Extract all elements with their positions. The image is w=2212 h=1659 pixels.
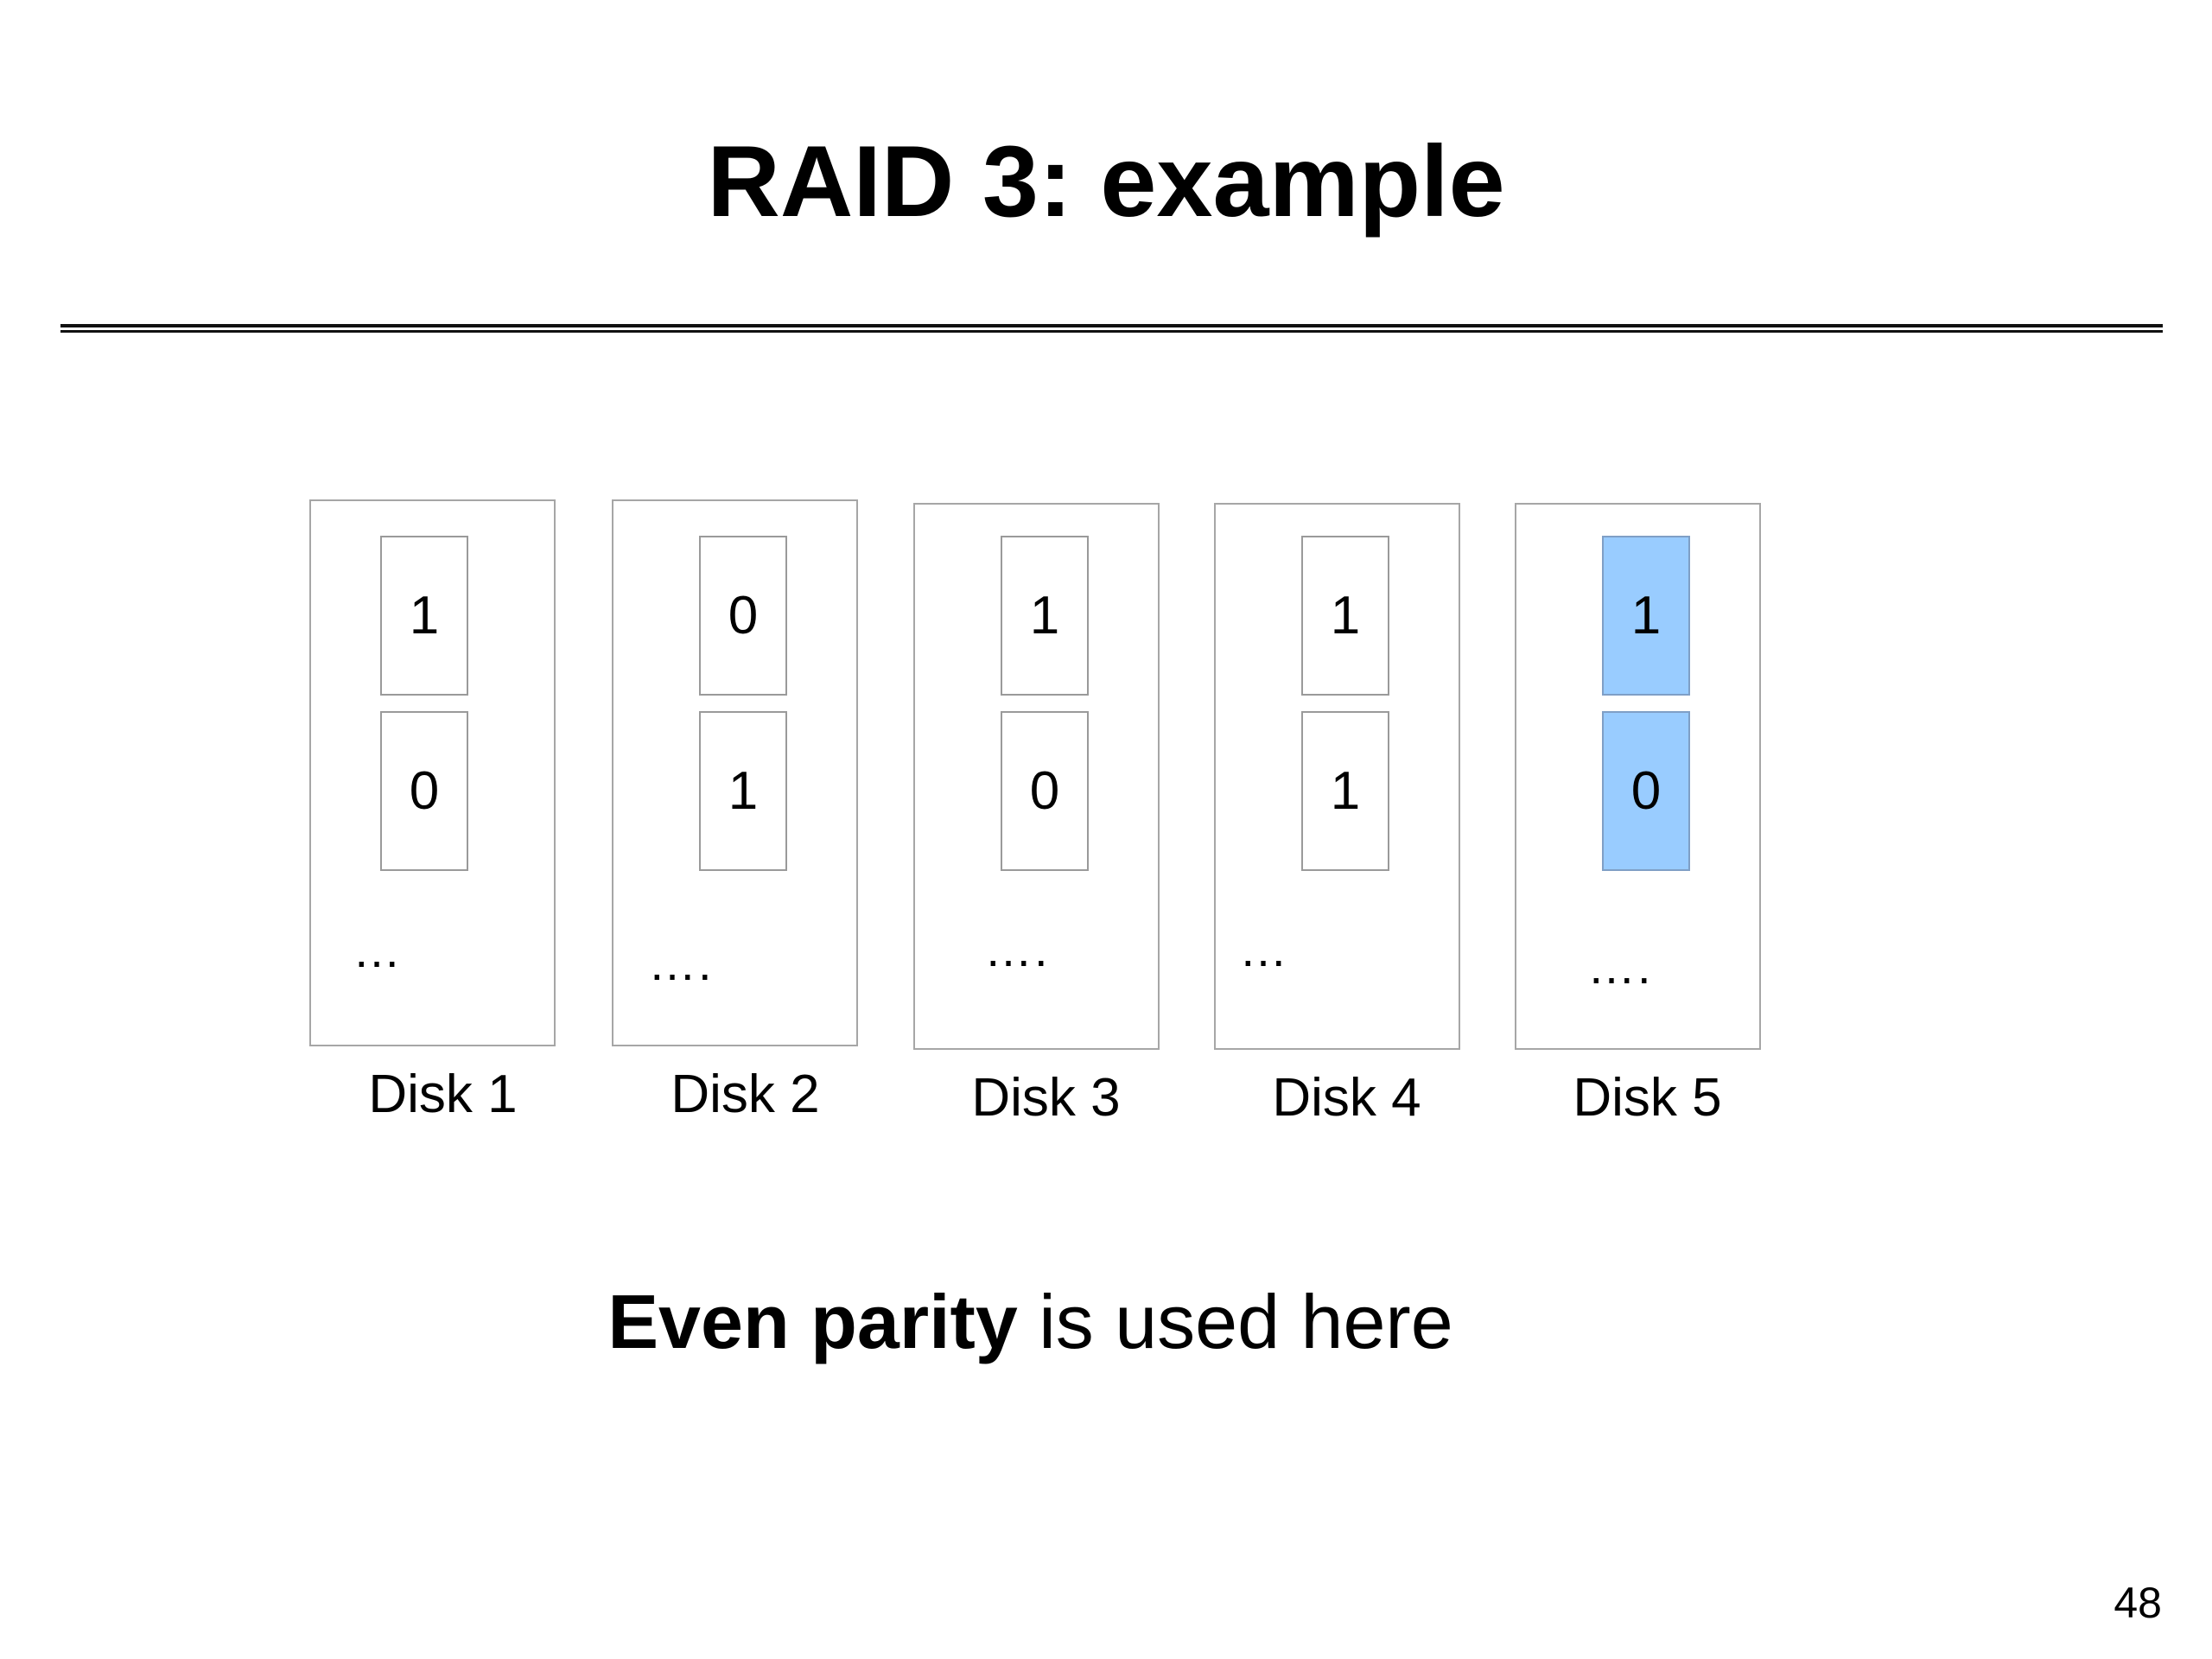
disk-3-bit-2: 0 — [1001, 711, 1089, 871]
parity-caption: Even parity is used here — [0, 1279, 2061, 1365]
disk-1-bit-2: 0 — [380, 711, 468, 871]
caption-text: is used here — [1017, 1279, 1453, 1364]
page-number: 48 — [2113, 1579, 2162, 1627]
disk-1-label: Disk 1 — [368, 1065, 518, 1124]
disk-4-bit-2: 1 — [1301, 711, 1389, 871]
disk-1-bit-1: 1 — [380, 536, 468, 696]
disk-4: 1 1 … — [1214, 503, 1460, 1050]
caption-emphasis: Even parity — [607, 1279, 1018, 1364]
disk-3-label: Disk 3 — [971, 1068, 1121, 1128]
disk-3: 1 0 …. — [913, 503, 1160, 1050]
disk-2-label: Disk 2 — [671, 1065, 820, 1124]
disk-2: 0 1 …. — [612, 499, 858, 1046]
disk-3-bit-1: 1 — [1001, 536, 1089, 696]
disk-3-ellipsis: …. — [984, 922, 1050, 976]
title-divider-top — [60, 324, 2163, 327]
disk-5-parity-bit-1: 1 — [1602, 536, 1690, 696]
disk-2-ellipsis: …. — [648, 936, 714, 990]
title-divider-bottom — [60, 330, 2163, 333]
disk-5-ellipsis: …. — [1587, 939, 1653, 994]
disk-4-label: Disk 4 — [1272, 1068, 1421, 1128]
disk-4-bit-1: 1 — [1301, 536, 1389, 696]
disk-5-parity: 1 0 …. — [1515, 503, 1761, 1050]
disk-1-ellipsis: … — [353, 923, 403, 977]
disk-5-parity-bit-2: 0 — [1602, 711, 1690, 871]
slide-title: RAID 3: example — [707, 124, 1505, 238]
disk-4-ellipsis: … — [1239, 922, 1289, 976]
disk-1: 1 0 … — [309, 499, 556, 1046]
disk-2-bit-2: 1 — [699, 711, 787, 871]
disk-2-bit-1: 0 — [699, 536, 787, 696]
disk-5-label: Disk 5 — [1573, 1068, 1722, 1128]
